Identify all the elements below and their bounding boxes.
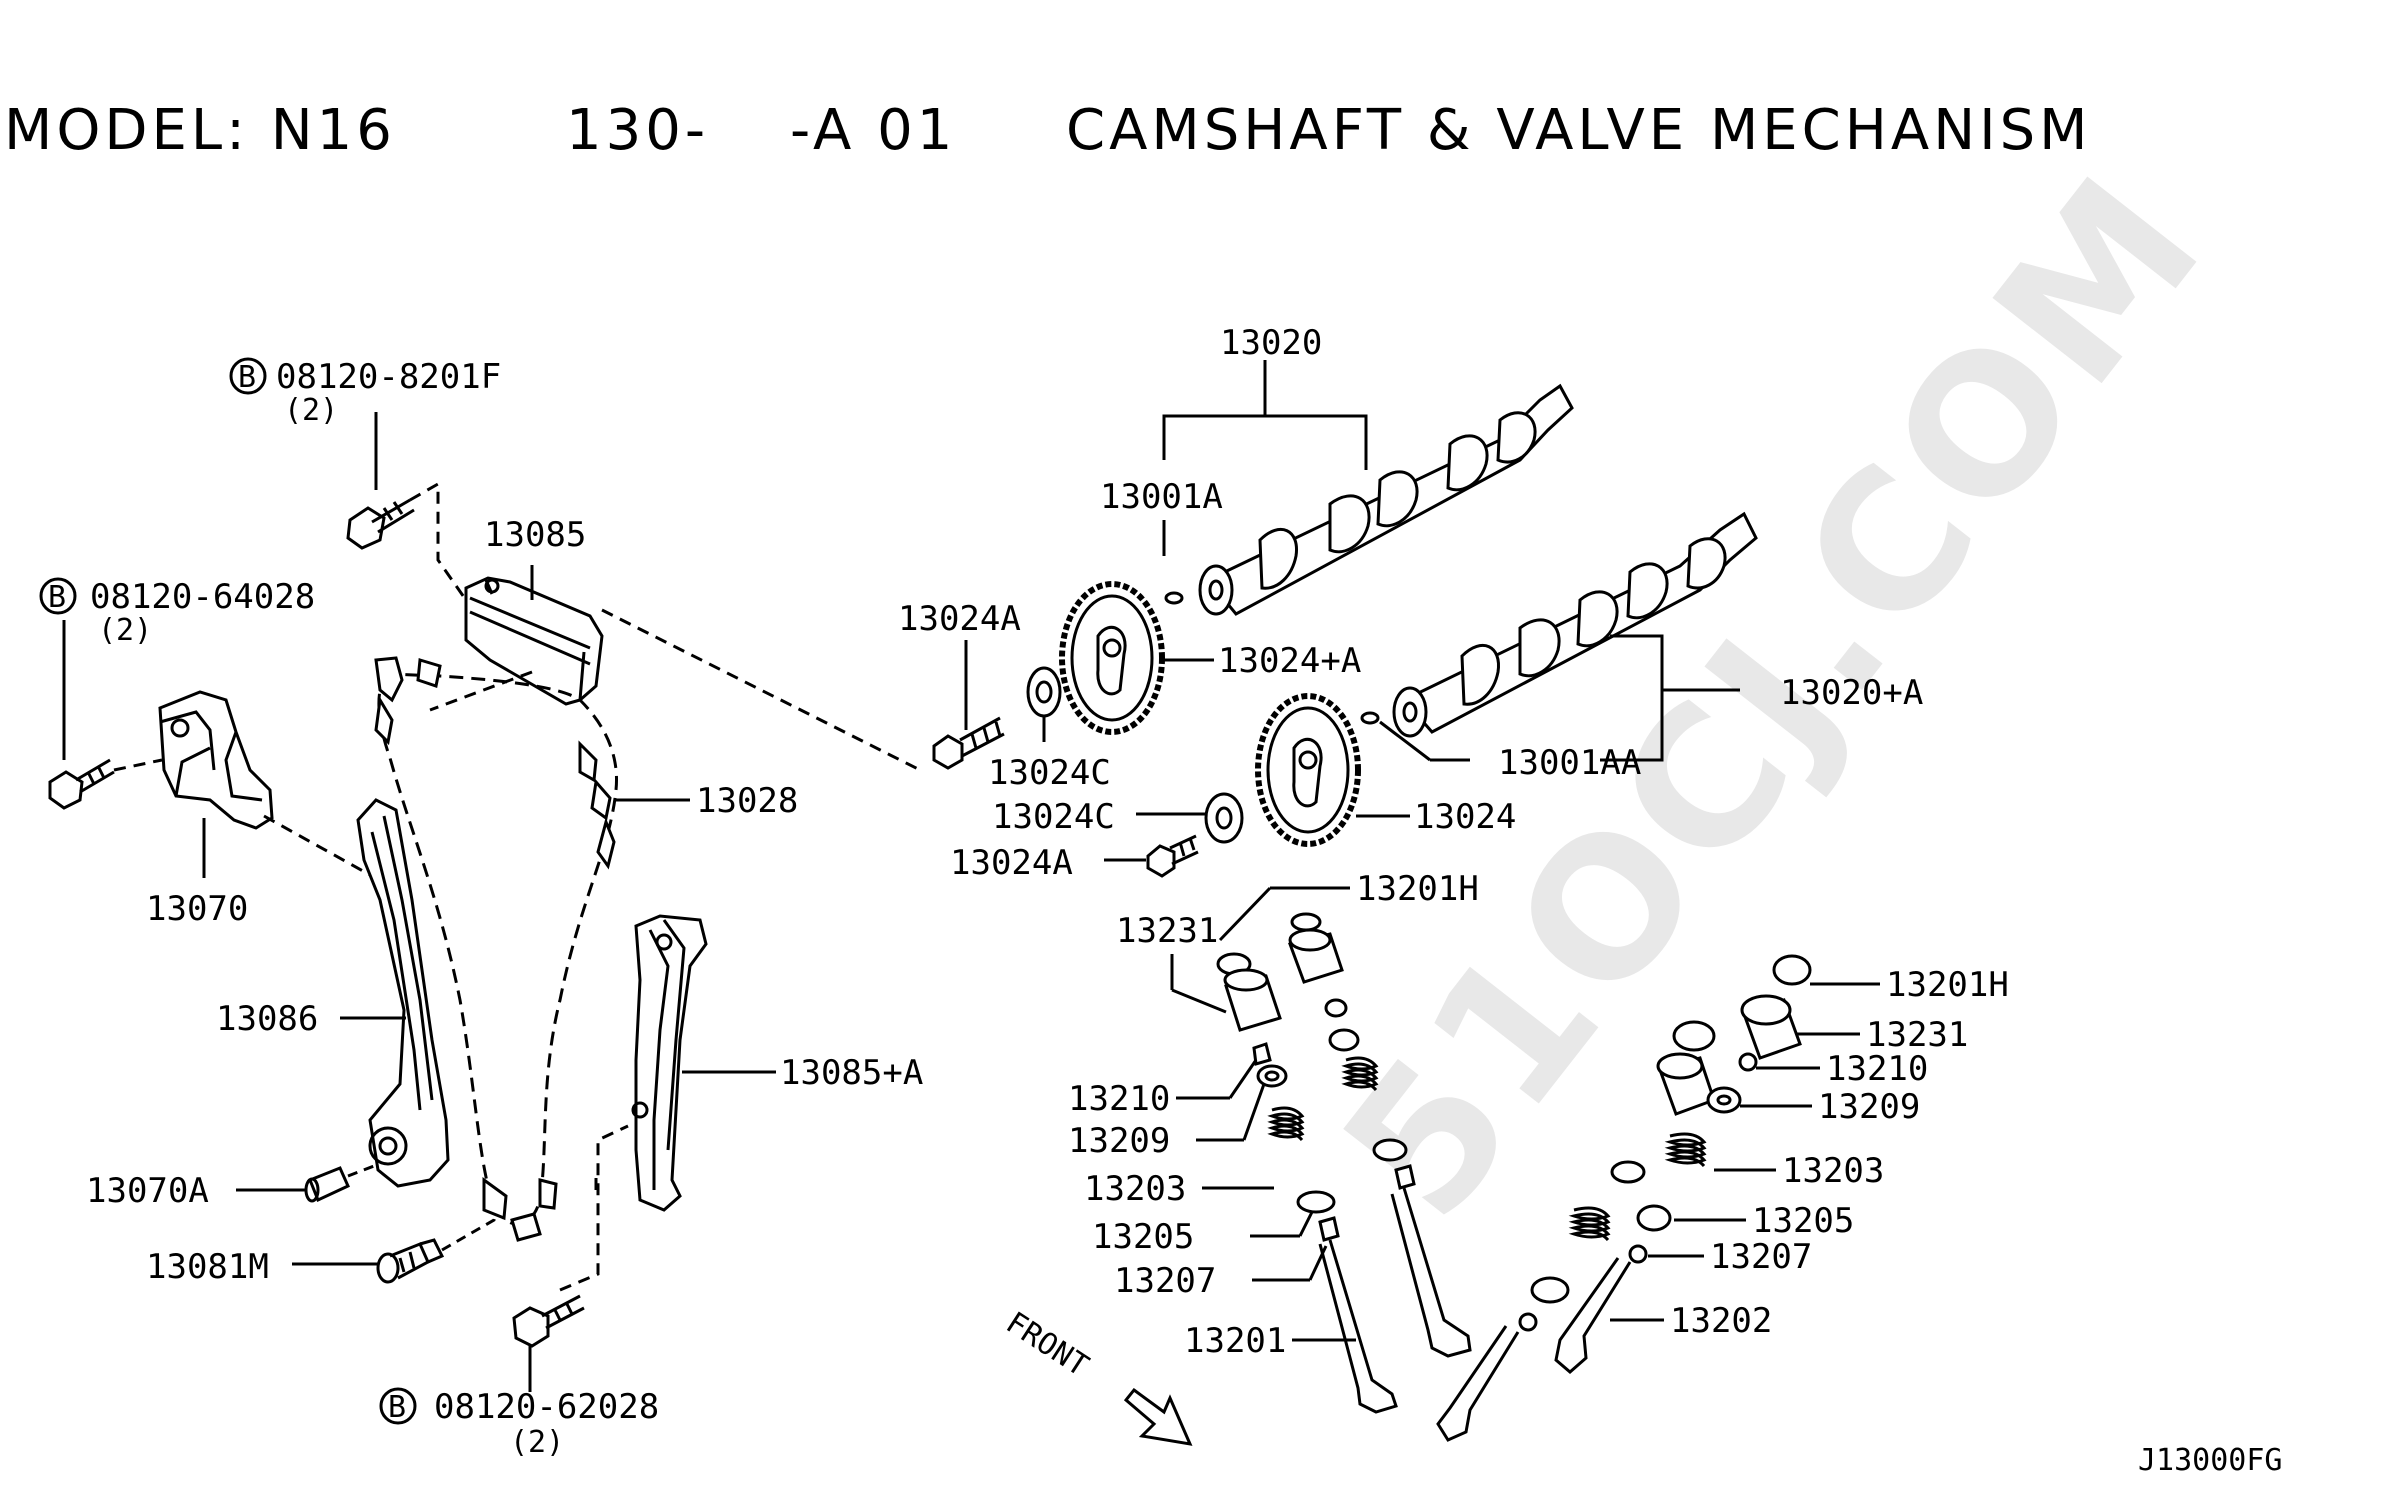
- washer-bottom-icon: [1204, 792, 1244, 844]
- label-13201H-right: 13201H: [1886, 965, 2009, 1005]
- label-13070A: 13070A: [86, 1171, 209, 1211]
- section-number: 130-: [566, 98, 710, 163]
- washer-top-icon: [1026, 666, 1062, 718]
- label-13203-right: 13203: [1782, 1151, 1884, 1191]
- label-13024A-bottom: 13024A: [950, 843, 1073, 883]
- label-13207-left: 13207: [1114, 1261, 1216, 1301]
- label-13020plusA: 13020+A: [1780, 673, 1923, 713]
- label-13201: 13201: [1184, 1321, 1286, 1361]
- label-13081M: 13081M: [146, 1247, 269, 1287]
- label-13210-left: 13210: [1068, 1079, 1170, 1119]
- cam-bolt-top-icon: [932, 716, 1005, 770]
- label-13205-right: 13205: [1752, 1201, 1854, 1241]
- slack-guide-icon: [631, 914, 708, 1212]
- figure-code: J13000FG: [2138, 1443, 2283, 1478]
- label-bolt-bottom-qty: (2): [510, 1425, 564, 1460]
- bolt-left-icon: [48, 758, 115, 810]
- label-13209-left: 13209: [1068, 1121, 1170, 1161]
- bolt-symbols: [39, 357, 417, 1425]
- label-13205-left: 13205: [1092, 1217, 1194, 1257]
- intake-valve-assembly-icon: [1216, 952, 1398, 1414]
- label-13086: 13086: [216, 999, 318, 1039]
- stud-bolt-icon: [376, 1238, 445, 1284]
- label-bolt-top-qty: (2): [284, 393, 338, 428]
- label-13001AA: 13001AA: [1498, 743, 1641, 783]
- label-13203-left: 13203: [1084, 1169, 1186, 1209]
- label-bolt-left-qty: (2): [98, 613, 152, 648]
- label-13201H-left: 13201H: [1356, 869, 1479, 909]
- exhaust-camshaft-icon: [1392, 511, 1758, 738]
- front-arrow-icon: [1123, 1387, 1193, 1446]
- label-13001A: 13001A: [1100, 477, 1223, 517]
- label-bolt-bottom: 08120-62028: [434, 1387, 659, 1427]
- drawing-lines: [48, 360, 1880, 1446]
- label-13024C-top: 13024C: [988, 753, 1111, 793]
- label-13070: 13070: [146, 889, 248, 929]
- label-13231-left: 13231: [1116, 911, 1218, 951]
- label-13024A-top: 13024A: [898, 599, 1021, 639]
- label-13024C-bottom: 13024C: [992, 797, 1115, 837]
- intake-valve-assembly-2-icon: [1288, 912, 1472, 1358]
- bolt-symbol-top: B: [238, 360, 256, 395]
- section-name: CAMSHAFT & VALVE MECHANISM: [1066, 98, 2092, 163]
- exhaust-sprocket-icon: [1255, 693, 1361, 847]
- tension-guide-icon: [356, 798, 450, 1188]
- bolt-symbol-bottom: B: [388, 1390, 406, 1425]
- plunger-icon: [304, 1166, 350, 1203]
- intake-camshaft-icon: [1198, 383, 1574, 616]
- label-13024plusA: 13024+A: [1218, 641, 1361, 681]
- label-13085: 13085: [484, 515, 586, 555]
- label-13209-right: 13209: [1818, 1087, 1920, 1127]
- label-13028: 13028: [696, 781, 798, 821]
- exhaust-valve-assembly-2-icon: [1554, 954, 1812, 1374]
- label-13207-right: 13207: [1710, 1237, 1812, 1277]
- label-13210-right: 13210: [1826, 1049, 1928, 1089]
- upper-guide-icon: [464, 576, 604, 706]
- label-13085plusA: 13085+A: [780, 1053, 923, 1093]
- front-label: FRONT: [1000, 1305, 1095, 1384]
- tensioner-icon: [158, 690, 274, 830]
- section-code: -A 01: [790, 98, 957, 163]
- bolt-symbol-left: B: [48, 580, 66, 615]
- cam-bolt-bottom-icon: [1146, 834, 1199, 878]
- intake-sprocket-icon: [1059, 581, 1165, 735]
- label-bolt-left: 08120-64028: [90, 577, 315, 617]
- label-bolt-top: 08120-8201F: [276, 357, 501, 397]
- bolt-top-icon: [346, 498, 415, 550]
- label-13202: 13202: [1670, 1301, 1772, 1341]
- label-13024: 13024: [1414, 797, 1516, 837]
- bolt-bottom-icon: [512, 1294, 585, 1348]
- model-label: MODEL: N16: [4, 98, 396, 163]
- label-13231-right: 13231: [1866, 1015, 1968, 1055]
- label-13020: 13020: [1220, 323, 1322, 363]
- timing-chain-icon: [374, 656, 619, 1242]
- page-title: MODEL: N16 130- -A 01 CAMSHAFT & VALVE M…: [0, 98, 2400, 178]
